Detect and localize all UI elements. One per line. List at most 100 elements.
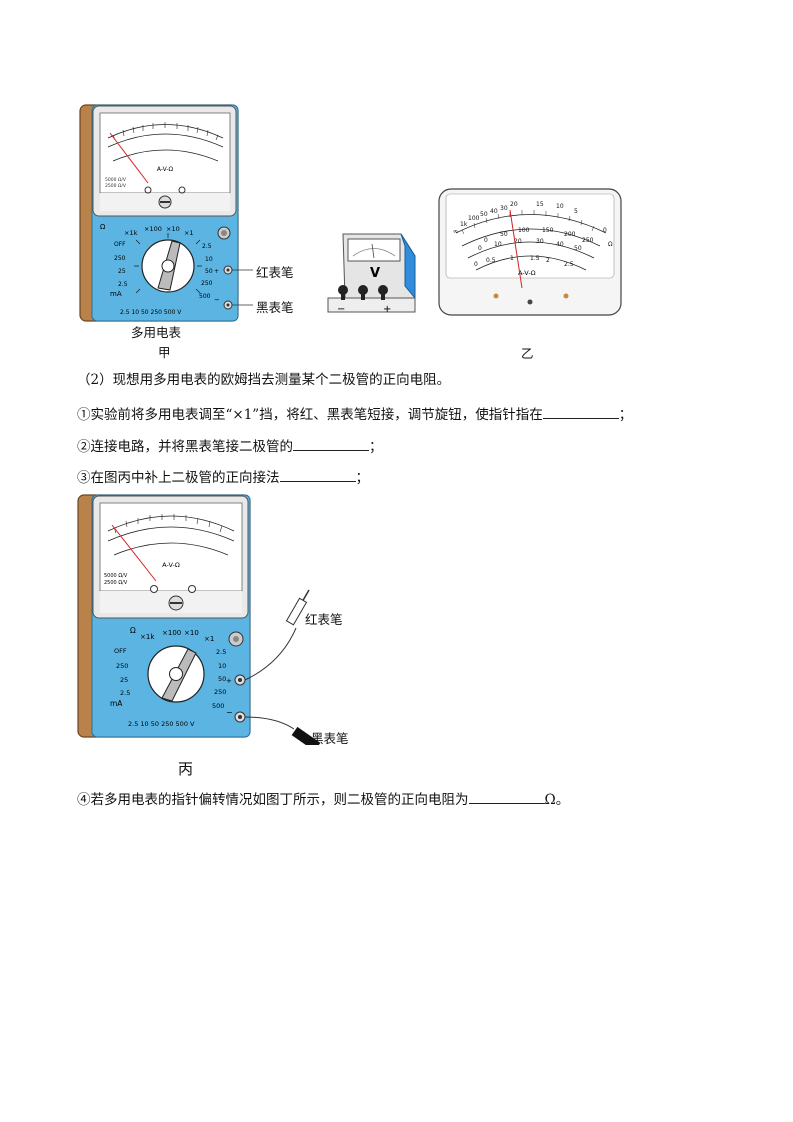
svg-text:10: 10 [494,241,502,248]
svg-text:5000 Ω/V: 5000 Ω/V [105,177,127,183]
dial-r50: 50 [205,268,213,275]
dial-x1: ×1 [184,229,194,237]
svg-text:40: 40 [556,241,564,248]
svg-text:1.5: 1.5 [530,255,540,262]
svg-text:∞: ∞ [453,228,458,235]
svg-text:5: 5 [574,208,578,215]
question-2-4-text: ④若多用电表的指针偏转情况如图丁所示，则二极管的正向电阻为 [77,792,469,808]
svg-text:50: 50 [574,245,582,252]
dial-ohm: Ω [100,223,106,231]
dial-bottom: 2.5 10 50 250 500 V [120,309,182,316]
fig-yi-caption: 乙 [521,346,534,361]
svg-text:mA: mA [110,699,123,708]
svg-text:100: 100 [518,227,530,234]
svg-text:250: 250 [582,237,594,244]
svg-text:25: 25 [120,676,128,684]
question-2-2: ②连接电路，并将黑表笔接二极管的； [77,436,383,456]
fig-jia-caption: 甲 [158,345,171,360]
voltmeter-plus: + [383,304,391,315]
svg-text:20: 20 [514,238,522,245]
svg-text:Ω: Ω [130,626,136,635]
svg-text:50: 50 [218,675,226,683]
svg-text:OFF: OFF [114,647,127,655]
svg-text:200: 200 [564,231,576,238]
svg-text:0: 0 [603,227,607,234]
voltmeter: V − + [327,233,416,315]
svg-text:250: 250 [116,662,128,670]
svg-text:2.5: 2.5 [120,689,130,697]
answer-blank-3[interactable] [279,467,356,482]
svg-text:15: 15 [536,201,544,208]
dial-r10: 10 [205,256,213,263]
dial-250l: 250 [114,255,126,262]
svg-text:100: 100 [468,215,480,222]
question-2-1-text: ①实验前将多用电表调至“×1”挡，将红、黑表笔短接，调节旋钮，使指针指在 [77,407,543,423]
dial-r500: 500 [199,293,211,300]
question-2-3-text: ③在图丙中补上二极管的正向接法 [77,470,280,486]
dial-r250: 250 [201,280,213,287]
svg-text:0.5: 0.5 [486,257,496,264]
svg-text:1k: 1k [460,221,468,228]
svg-text:2.5 10 50 250 500 V: 2.5 10 50 250 500 V [128,720,195,728]
question-2-3: ③在图丙中补上二极管的正向接法； [77,467,369,487]
dial-ma25b: 2.5 [118,281,128,288]
svg-text:50: 50 [480,211,488,218]
jack-plus-sign: + [214,268,219,275]
red-probe-label-top: 红表笔 [256,265,294,280]
svg-text:×1k: ×1k [140,633,155,641]
svg-text:40: 40 [490,208,498,215]
dial-k1: ×1k [124,229,138,237]
svg-text:2: 2 [546,257,550,264]
svg-text:2500 Ω/V: 2500 Ω/V [104,580,128,586]
svg-text:0: 0 [484,237,488,244]
svg-text:10: 10 [218,662,226,670]
jack-minus-sign: − [214,296,220,304]
answer-blank-1[interactable] [542,404,619,419]
multimeter-caption: 多用电表 [131,325,182,340]
question-2-1: ①实验前将多用电表调至“×1”挡，将红、黑表笔短接，调节旋钮，使指针指在； [77,404,632,424]
black-probe-label-top: 黑表笔 [256,300,294,315]
svg-text:10: 10 [556,203,564,210]
svg-text:500: 500 [212,702,224,710]
svg-text:50: 50 [500,231,508,238]
svg-text:×10: ×10 [184,629,199,637]
svg-text:1: 1 [510,255,514,262]
question-2-2-text: ②连接电路，并将黑表笔接二极管的 [77,439,293,455]
svg-text:20: 20 [510,201,518,208]
svg-text:150: 150 [542,227,554,234]
question-2-intro: （2）现想用多用电表的欧姆挡去测量某个二极管的正向电阻。 [77,372,451,388]
svg-text:5000 Ω/V: 5000 Ω/V [104,573,128,579]
dial-r25: 2.5 [202,243,212,250]
svg-text:30: 30 [536,238,544,245]
meter-face-yi: ∞ 1k 100 50 40 30 20 15 10 5 0 Ω 0 50 10… [438,188,622,316]
svg-text:2500 Ω/V: 2500 Ω/V [105,183,127,189]
svg-text:2.5: 2.5 [564,261,574,268]
dial-ma: mA [110,290,122,298]
svg-text:2.5: 2.5 [216,648,226,656]
svg-text:−: − [226,708,233,717]
dial-off: OFF [114,241,126,248]
svg-text:0: 0 [478,245,482,252]
dial-k10: ×10 [166,225,180,233]
voltmeter-v-label: V [370,266,380,281]
fig-bing-caption: 丙 [178,760,194,778]
dial-k100: ×100 [144,225,162,233]
multimeter-jia: A-V-Ω 5000 Ω/V 2500 Ω/V Ω ×1k ×100 ×10 ×… [79,104,253,322]
answer-blank-4[interactable] [468,789,545,804]
meter-label: A-V-Ω [157,166,174,173]
black-probe-label-bottom: 黑表笔 [311,731,349,746]
svg-text:30: 30 [500,205,508,212]
answer-blank-2[interactable] [293,436,369,451]
dial-ma25: 25 [118,268,126,275]
svg-text:250: 250 [214,688,226,696]
svg-text:×1: ×1 [204,635,214,643]
svg-text:×100: ×100 [162,629,181,637]
meter-label-bing: A-V-Ω [162,561,180,569]
meter-label-yi: A-V-Ω [518,269,536,277]
multimeter-bing: A-V-Ω 5000 Ω/V 2500 Ω/V Ω ×1k ×100 ×10 ×… [77,494,321,745]
svg-text:0: 0 [474,261,478,268]
svg-text:Ω: Ω [608,241,613,248]
red-probe-label-bottom: 红表笔 [305,612,343,627]
svg-text:+: + [226,677,232,685]
